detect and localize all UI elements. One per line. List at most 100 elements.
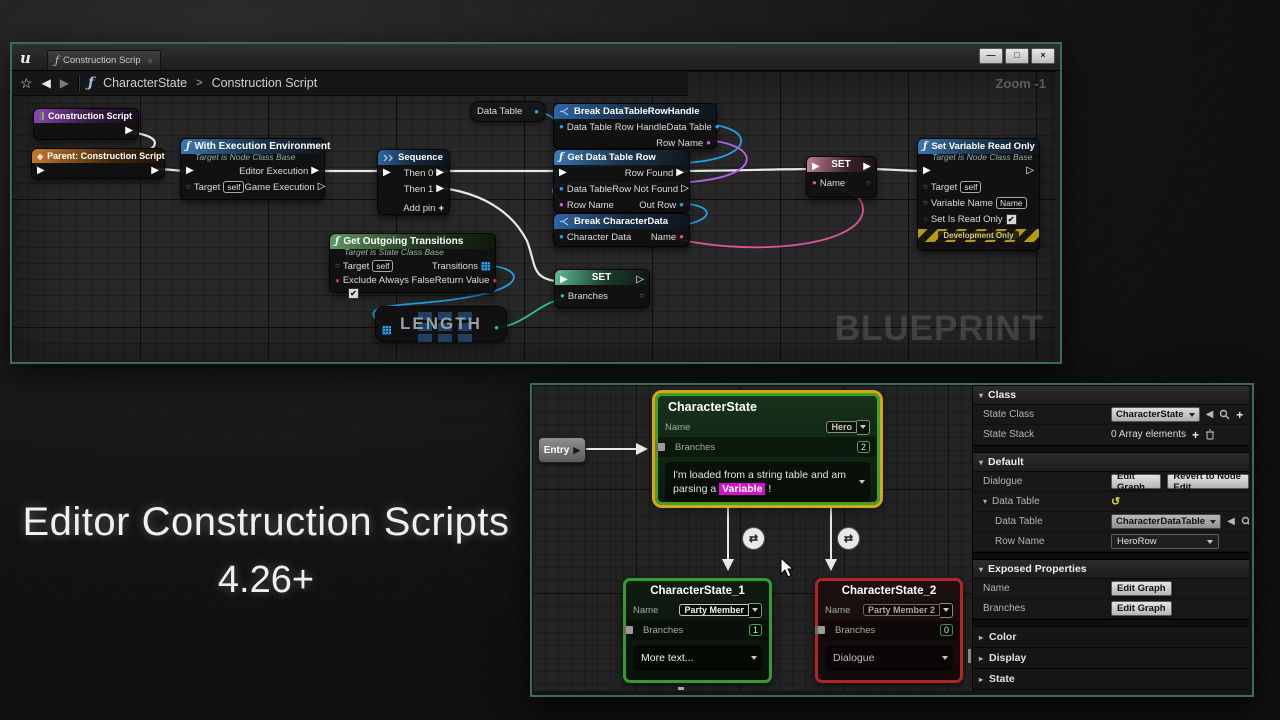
object-out-pin[interactable]: ● — [714, 122, 720, 131]
tab-close-icon[interactable]: × — [147, 55, 153, 66]
node-sequence[interactable]: Sequence ▶ Then 0▶ Then 1▶ Add pin+ — [377, 149, 450, 215]
target-pin[interactable]: ○ — [186, 182, 191, 191]
row-data-table-group[interactable]: ▾Data Table ↺ — [973, 492, 1249, 512]
int-out-pin[interactable]: ● — [494, 323, 499, 332]
exec-out-hollow-pin[interactable]: ▷ — [317, 181, 326, 192]
tab-construction-script[interactable]: ƒ Construction Scrip × — [46, 50, 161, 70]
exec-in-pin[interactable]: ▶ — [923, 165, 931, 176]
state-node-characterstate-1[interactable]: CharacterState_1 Name Party Member Branc… — [623, 578, 772, 683]
trash-icon[interactable] — [1205, 429, 1215, 440]
use-selected-icon[interactable]: ◀ — [1227, 516, 1235, 527]
target-pin[interactable]: ○ — [335, 261, 340, 270]
exec-out-pin[interactable]: ▶ — [151, 165, 159, 176]
transition-icon[interactable]: ⇄ — [837, 527, 860, 550]
data-table-combo[interactable]: CharacterDataTable — [1111, 514, 1222, 529]
dialogue-preview[interactable]: More text... — [633, 645, 762, 672]
browse-icon[interactable] — [1219, 409, 1230, 420]
text-in-pin[interactable]: ● — [812, 178, 817, 187]
exec-out-pin[interactable]: ▶ — [436, 183, 444, 194]
blueprint-graph[interactable]: ☆ ◀ ▶ ƒ CharacterState > Construction Sc… — [12, 71, 1056, 359]
add-pin-button[interactable]: + — [438, 202, 444, 214]
dropdown-caret-icon[interactable] — [749, 602, 762, 618]
window-titlebar[interactable]: u ƒ Construction Scrip × — □ × — [12, 44, 1060, 71]
name-combo[interactable]: Party Member 2 — [862, 604, 940, 616]
name-in-pin[interactable]: ○ — [923, 198, 928, 207]
node-set-branches[interactable]: SET ▶▷ ●Branches ○ — [554, 269, 650, 308]
node-set-name[interactable]: SET ▶▶ ●Name ○ — [806, 156, 877, 198]
state-node-characterstate-2[interactable]: CharacterState_2 Name Party Member 2 Bra… — [815, 578, 963, 683]
array-in-pin[interactable] — [382, 326, 391, 335]
horizontal-scrollbar-thumb[interactable] — [678, 687, 684, 690]
minimize-button[interactable]: — — [979, 48, 1003, 64]
exec-out-hollow-pin[interactable]: ▷ — [636, 274, 644, 285]
exec-out-pin[interactable]: ▶ — [863, 161, 871, 172]
node-data-table-getter[interactable]: Data Table ● — [470, 101, 546, 122]
node-break-datatablerowhandle[interactable]: Break DataTableRowHandle ●Data Table Row… — [553, 103, 720, 149]
exec-in-pin[interactable]: ▶ — [812, 161, 820, 172]
maximize-button[interactable]: □ — [1005, 48, 1029, 64]
state-node-characterstate[interactable]: CharacterState Name Hero Branches 2 I'm … — [655, 393, 880, 505]
section-color[interactable]: ▸Color — [973, 626, 1249, 647]
dialogue-preview[interactable]: I'm loaded from a string table and am pa… — [665, 462, 870, 503]
favorite-star-icon[interactable]: ☆ — [20, 74, 33, 91]
int-out-pin[interactable]: ○ — [639, 291, 644, 300]
browse-icon[interactable] — [1241, 516, 1249, 527]
revert-to-node-edit-button[interactable]: Revert to Node Edit — [1167, 471, 1249, 493]
object-in-pin[interactable]: ● — [559, 184, 564, 193]
close-button[interactable]: × — [1031, 48, 1055, 64]
checkbox-checked[interactable]: ✔ — [348, 288, 359, 299]
section-state[interactable]: ▸State — [973, 668, 1249, 689]
array-out-pin[interactable] — [481, 261, 490, 271]
section-display[interactable]: ▸Display — [973, 647, 1249, 668]
exec-out-pin[interactable]: ▶ — [311, 165, 319, 176]
add-element-icon[interactable]: + — [1192, 427, 1200, 442]
exec-in-pin[interactable]: ▶ — [383, 167, 391, 178]
dropdown-caret-icon[interactable] — [751, 656, 757, 663]
section-class[interactable]: ▾Class — [973, 385, 1249, 405]
dropdown-caret-icon[interactable] — [942, 656, 948, 663]
object-out-pin[interactable]: ● — [534, 106, 539, 116]
exec-in-pin[interactable]: ▶ — [559, 167, 567, 178]
struct-out-pin[interactable]: ● — [679, 200, 684, 209]
node-array-length[interactable]: LENGTH ● — [375, 306, 507, 342]
name-in-pin[interactable]: ● — [559, 200, 564, 209]
edit-graph-button[interactable]: Edit Graph — [1111, 471, 1162, 493]
node-parent-construction-script[interactable]: ◆Parent: Construction Script ▶▶ — [31, 148, 165, 179]
entry-node[interactable]: Entry ▶ — [538, 437, 586, 463]
dropdown-caret-icon[interactable] — [857, 419, 870, 435]
forward-arrow-icon[interactable]: ▶ — [59, 76, 70, 90]
section-exposed-properties[interactable]: ▾Exposed Properties — [973, 559, 1249, 579]
exec-out-pin[interactable]: ▶ — [436, 167, 444, 178]
name-out-pin[interactable]: ● — [706, 138, 711, 147]
dropdown-caret-icon[interactable] — [859, 480, 865, 487]
int-in-pin[interactable]: ● — [560, 291, 565, 300]
struct-in-pin[interactable]: ● — [559, 232, 564, 241]
exec-out-pin[interactable]: ▶ — [125, 125, 133, 136]
add-icon[interactable]: + — [1236, 407, 1244, 422]
back-arrow-icon[interactable]: ◀ — [41, 76, 51, 90]
edit-graph-button[interactable]: Edit Graph — [1111, 601, 1172, 616]
edit-graph-button[interactable]: Edit Graph — [1111, 581, 1172, 596]
dropdown-caret-icon[interactable] — [940, 602, 953, 618]
state-class-combo[interactable]: CharacterState — [1111, 407, 1200, 422]
use-selected-icon[interactable]: ◀ — [1205, 409, 1214, 420]
node-construction-script[interactable]: Construction Script ▶ — [33, 108, 139, 140]
breadcrumb-root[interactable]: CharacterState — [103, 76, 188, 90]
bool-in-pin[interactable]: ● — [335, 275, 340, 285]
section-default[interactable]: ▾Default — [973, 452, 1249, 472]
struct-in-pin[interactable]: ● — [559, 122, 564, 131]
exec-out-pin[interactable]: ▶ — [676, 167, 684, 178]
bool-in-pin[interactable]: ○ — [923, 214, 928, 223]
name-combo[interactable]: Hero — [826, 421, 857, 433]
checkbox-checked[interactable]: ✔ — [1005, 213, 1017, 225]
vertical-scrollbar-thumb[interactable] — [968, 649, 971, 663]
exec-out-hollow-pin[interactable]: ▷ — [681, 183, 689, 194]
row-name-combo[interactable]: HeroRow — [1111, 534, 1219, 549]
dialogue-preview[interactable]: Dialogue — [825, 645, 953, 672]
text-out-pin[interactable]: ○ — [866, 178, 871, 187]
revert-icon[interactable]: ↺ — [1111, 496, 1121, 508]
